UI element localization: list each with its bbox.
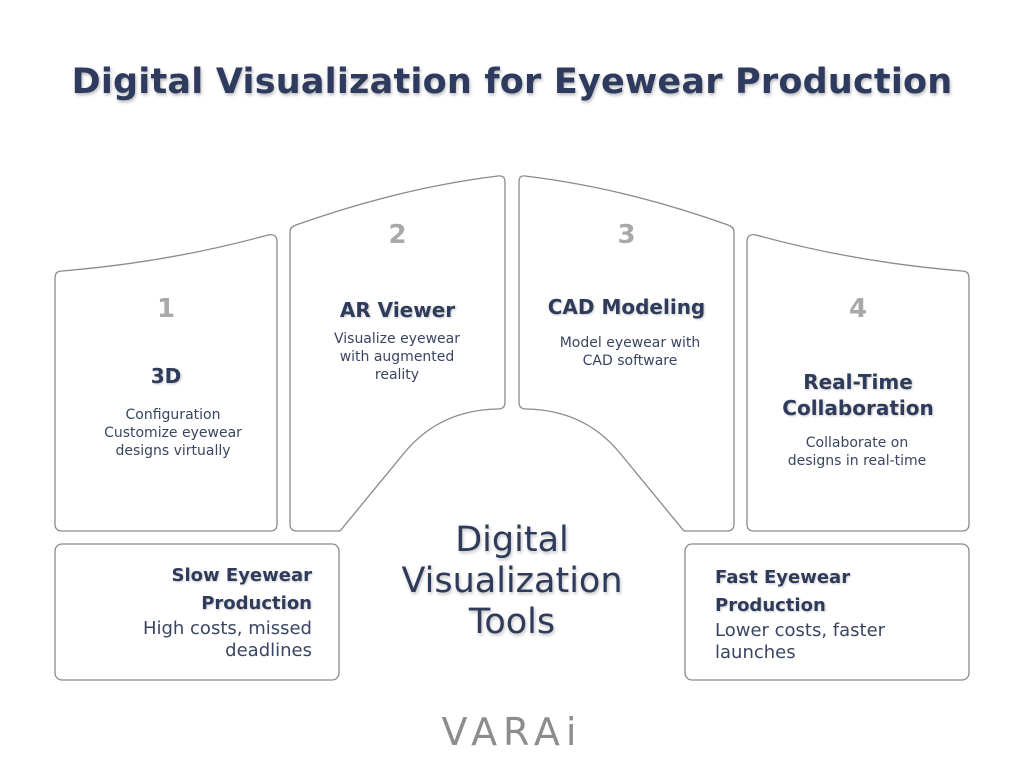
panel-2-number: 2 <box>388 220 407 250</box>
panel-2-heading: AR Viewer <box>339 298 456 322</box>
panel-3-number: 3 <box>617 220 636 250</box>
left-box-description: High costs, missed deadlines <box>142 618 312 661</box>
center-label: Digital Visualization Tools <box>401 520 623 642</box>
panel-3-heading: CAD Modeling <box>547 295 706 319</box>
panel-1-number: 1 <box>156 294 176 324</box>
right-box-content: Fast Eyewear Production Lower costs, fas… <box>715 564 915 664</box>
right-box-description: Lower costs, faster launches <box>715 620 886 663</box>
right-box-heading: Fast Eyewear Production <box>715 567 851 616</box>
panel-1-shape <box>54 234 278 532</box>
varai-logo: VARAi <box>441 710 583 754</box>
panel-3-description: Model eyewear with CAD software <box>559 335 701 369</box>
right-box-shape <box>684 543 970 681</box>
panel-2-shape <box>289 175 506 532</box>
left-box-heading: Slow Eyewear Production <box>171 565 313 614</box>
panel-2-description: Visualize eyewear with augmented reality <box>333 331 460 383</box>
panel-1-heading: 3D <box>150 364 182 388</box>
panel-4-heading: Real-Time Collaboration <box>782 370 934 420</box>
panel-4-number: 4 <box>848 294 868 324</box>
left-box-shape <box>54 543 340 681</box>
panel-4-shape <box>746 234 970 532</box>
panel-4-description: Collaborate on designs in real-time <box>787 435 927 469</box>
page-title: Digital Visualization for Eyewear Produc… <box>71 62 953 102</box>
left-box-content: Slow Eyewear Production High costs, miss… <box>120 562 312 662</box>
panel-1-description: Configuration Customize eyewear designs … <box>104 407 242 459</box>
panel-3-shape <box>518 175 735 532</box>
